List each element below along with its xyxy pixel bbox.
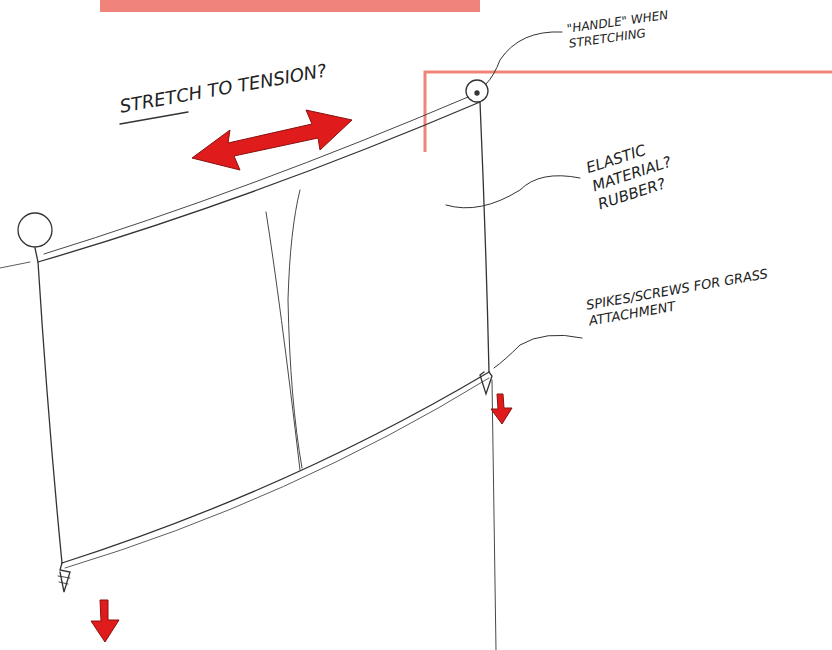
seam <box>266 212 300 470</box>
leader-line <box>486 32 562 84</box>
handle-circle <box>466 80 488 102</box>
top-edge <box>44 97 468 254</box>
annotation-label: "HANDLE" WHEN STRETCHING <box>566 4 699 52</box>
bottom-edge <box>62 372 489 563</box>
ground-line <box>0 262 30 268</box>
handle-dot <box>475 91 479 95</box>
seam <box>288 190 302 468</box>
post-guide <box>492 380 496 650</box>
annotation-label: STRETCH TO TENSION? <box>118 60 328 119</box>
post-edge <box>480 102 489 372</box>
handle-circle <box>18 213 52 247</box>
spike <box>480 372 492 394</box>
spike-thread <box>58 576 70 584</box>
leader-line <box>446 176 580 208</box>
annotation-label: ELASTIC MATERIAL? RUBBER? <box>584 129 696 213</box>
force-arrow <box>491 394 512 424</box>
leader-line <box>494 335 582 368</box>
pink-bar <box>100 0 480 12</box>
post-edge <box>35 248 62 563</box>
stretch-arrow <box>192 110 352 170</box>
top-edge <box>38 102 480 262</box>
annotation-label: SPIKES/SCREWS FOR GRASS ATTACHMENT <box>585 266 773 330</box>
force-arrow <box>91 600 119 642</box>
bottom-edge <box>65 378 489 568</box>
